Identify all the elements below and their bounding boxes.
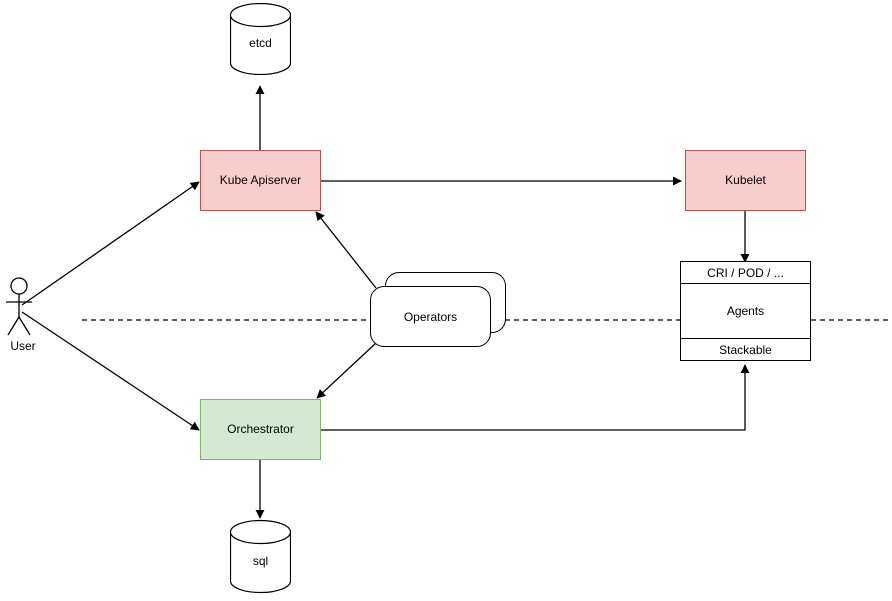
edge-operators-to-orchestrator <box>316 342 377 399</box>
node-user[interactable]: User <box>4 277 44 357</box>
node-agents-label: Agents <box>726 304 765 318</box>
node-kubelet-label: Kubelet <box>725 173 766 188</box>
edge-operators-to-apiserver <box>315 211 377 289</box>
node-sql[interactable]: sql <box>230 519 291 595</box>
cylinder-icon <box>230 519 291 594</box>
node-operators-front-card[interactable]: Operators <box>370 286 491 347</box>
node-sql-label: sql <box>252 554 269 568</box>
node-etcd-label: etcd <box>249 36 272 50</box>
edge-orchestrator-to-stackable <box>321 364 750 431</box>
node-agents-cri-pod-row[interactable]: CRI / POD / ... <box>681 262 810 284</box>
node-agents-stackable-row[interactable]: Stackable <box>681 338 810 360</box>
edge-user-to-apiserver <box>21 181 200 306</box>
node-kube-apiserver-label: Kube Apiserver <box>219 173 302 188</box>
edge-user-to-orchestrator <box>21 311 200 431</box>
node-agents-group[interactable]: CRI / POD / ... Agents Stackable <box>680 261 811 361</box>
node-orchestrator[interactable]: Orchestrator <box>200 399 321 460</box>
node-operators[interactable]: Operators <box>370 272 506 347</box>
node-kubelet[interactable]: Kubelet <box>685 150 806 211</box>
node-agents-cri-pod-label: CRI / POD / ... <box>707 265 784 280</box>
node-agents-stackable-label: Stackable <box>719 342 772 357</box>
node-operators-label: Operators <box>403 309 458 324</box>
node-user-label: User <box>10 339 36 353</box>
cylinder-icon <box>230 3 291 75</box>
actor-stick-figure-icon <box>6 277 32 336</box>
node-agents-main-row[interactable]: Agents <box>681 284 810 338</box>
node-orchestrator-label: Orchestrator <box>227 422 294 437</box>
node-etcd[interactable]: etcd <box>230 3 291 75</box>
node-kube-apiserver[interactable]: Kube Apiserver <box>200 150 321 211</box>
